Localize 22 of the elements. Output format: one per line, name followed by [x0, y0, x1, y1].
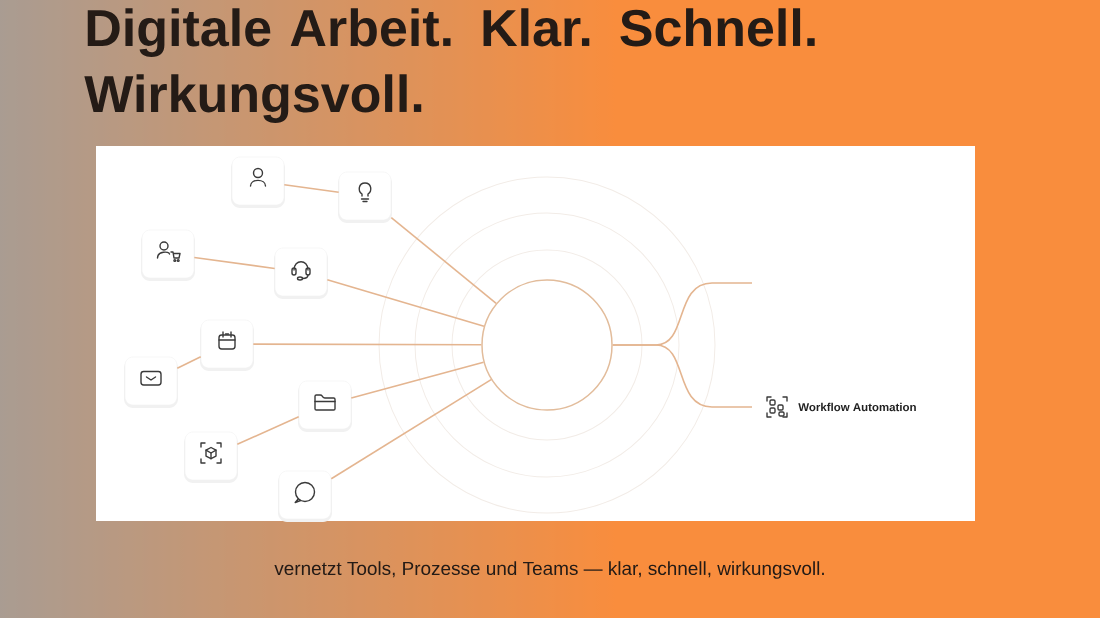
connector-line: [350, 361, 485, 399]
connector-line: [193, 256, 276, 270]
icon-tile: [274, 247, 328, 299]
icon-tile: [141, 229, 195, 281]
connector-line: [326, 279, 485, 328]
connector-line: [330, 378, 492, 480]
item-label: Workflow Automation: [798, 402, 916, 412]
icon-tile: [278, 470, 332, 522]
icon-tile: [338, 171, 392, 223]
caption-text: vernetzt Tools, Prozesse und Teams — klar, schnell, wirkungsvoll.: [274, 561, 824, 579]
hub-circle: [481, 279, 613, 411]
connector-line: [236, 415, 300, 446]
icon-tile: [298, 380, 352, 432]
icon-tile: [231, 156, 285, 208]
icon-tile: [124, 356, 178, 408]
connector-line: [390, 216, 497, 305]
icon-tile: [184, 431, 238, 483]
connector-line: [176, 356, 202, 369]
connector-line: [252, 343, 483, 346]
icon-tile: [200, 319, 254, 371]
heading: Digitale Arbeit. Klar. Schnell. Wirkungsvoll.: [84, 8, 815, 123]
connector-line: [283, 183, 340, 194]
